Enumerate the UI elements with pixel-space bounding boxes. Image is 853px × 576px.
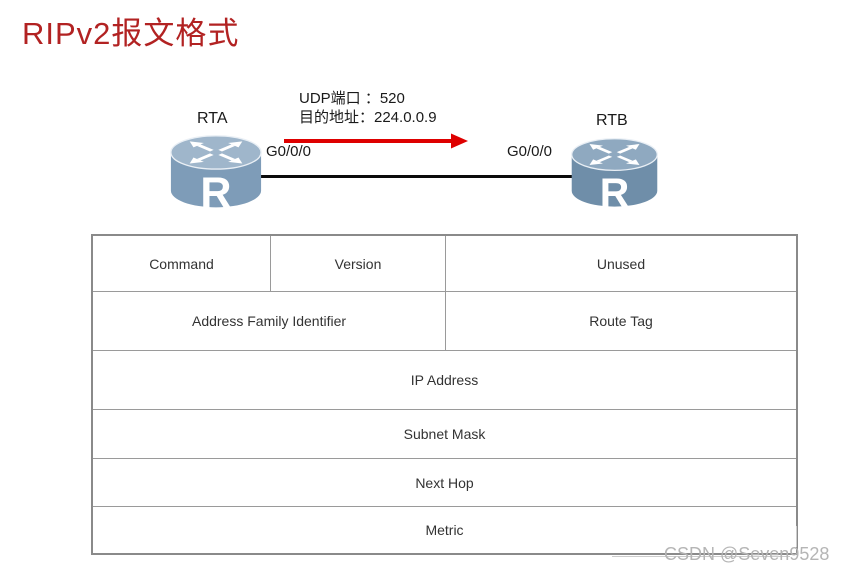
field-metric: Metric: [425, 522, 464, 538]
table-row: Next Hop: [93, 459, 796, 507]
field-unused: Unused: [596, 255, 646, 272]
router-b-letter: R: [600, 170, 630, 216]
field-address-family-identifier: Address Family Identifier: [93, 292, 447, 350]
watermark: CSDN @Seven9528: [664, 544, 830, 564]
table-row: Command Version Unused: [93, 236, 796, 292]
router-b-interface: G0/0/0: [507, 143, 553, 160]
field-ip-address: IP Address: [410, 372, 479, 388]
packet-format-table: Command Version Unused Address Family Id…: [91, 234, 798, 555]
packet-note-udp-port: UDP端口 ：520: [299, 90, 405, 107]
field-next-hop: Next Hop: [415, 474, 474, 491]
router-a-icon: R: [170, 135, 262, 217]
ethernet-link: [253, 175, 575, 178]
table-row: Metric: [93, 507, 796, 553]
router-a-letter: R: [200, 169, 231, 217]
field-version: Version: [271, 236, 447, 291]
router-b-icon: R: [571, 138, 658, 216]
router-b-name: RTB: [596, 112, 628, 129]
router-a-interface: G0/0/0: [266, 143, 312, 160]
table-row: Address Family Identifier Route Tag: [93, 292, 796, 351]
field-command: Command: [93, 236, 271, 291]
packet-note-dest-address: 目的地址：224.0.0.9: [299, 109, 437, 126]
watermark-line-horizontal: [612, 556, 790, 557]
router-a-name: RTA: [197, 110, 228, 127]
page-title: RIPv2报文格式: [22, 16, 240, 51]
table-row: IP Address: [93, 351, 796, 410]
packet-note: UDP端口 ：520 目的地址：224.0.0.9: [299, 89, 437, 127]
multicast-arrow-icon: [284, 133, 468, 149]
field-route-tag: Route Tag: [589, 313, 653, 329]
field-subnet-mask: Subnet Mask: [403, 426, 486, 442]
watermark-line-vertical: [796, 526, 797, 547]
table-row: Subnet Mask: [93, 410, 796, 459]
